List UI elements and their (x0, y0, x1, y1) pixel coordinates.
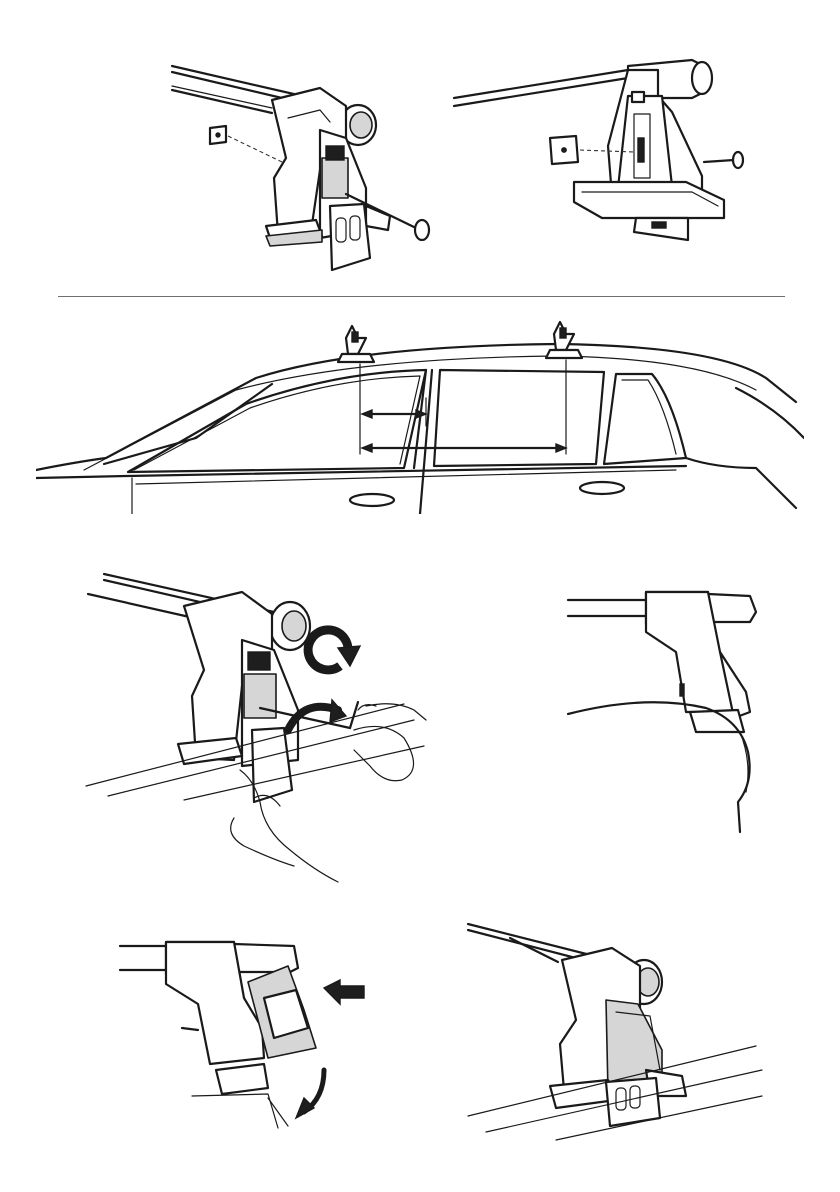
roof-bar-icon (454, 60, 712, 106)
car-side-svg (36, 318, 804, 514)
bracket-hook-on-door-frame (566, 582, 776, 834)
door-frame-icon (192, 1094, 288, 1128)
push-bracket-and-rotate (118, 938, 368, 1130)
final-foot-svg (466, 920, 766, 1142)
car-side-measurement (36, 318, 804, 514)
square-nut-icon (210, 126, 282, 162)
hand-icon (354, 704, 426, 781)
foot-icon (338, 326, 374, 362)
car-icon (36, 344, 804, 514)
final-mounted-foot (466, 920, 766, 1142)
foot-assembly-rear-view (452, 56, 752, 252)
rotate-clockwise-icon (308, 630, 360, 670)
foot-icon (546, 322, 582, 358)
foot-assembly-front-svg (170, 58, 440, 280)
dimension-arrow-icon (360, 360, 566, 454)
tighten-bolt-with-key (84, 570, 434, 890)
foot-assembly-front-view (170, 58, 440, 280)
section-divider (58, 296, 785, 297)
bracket-hook-svg (566, 582, 776, 834)
push-arrow-icon (324, 980, 364, 1004)
push-bracket-svg (118, 938, 368, 1130)
hook-plate-icon (330, 204, 370, 270)
foot-assembly-rear-svg (452, 56, 752, 252)
curved-arrow-icon (296, 1070, 324, 1118)
foot-pad-icon (574, 182, 724, 240)
tighten-bolt-svg (84, 570, 434, 890)
bolt-icon (704, 152, 743, 168)
